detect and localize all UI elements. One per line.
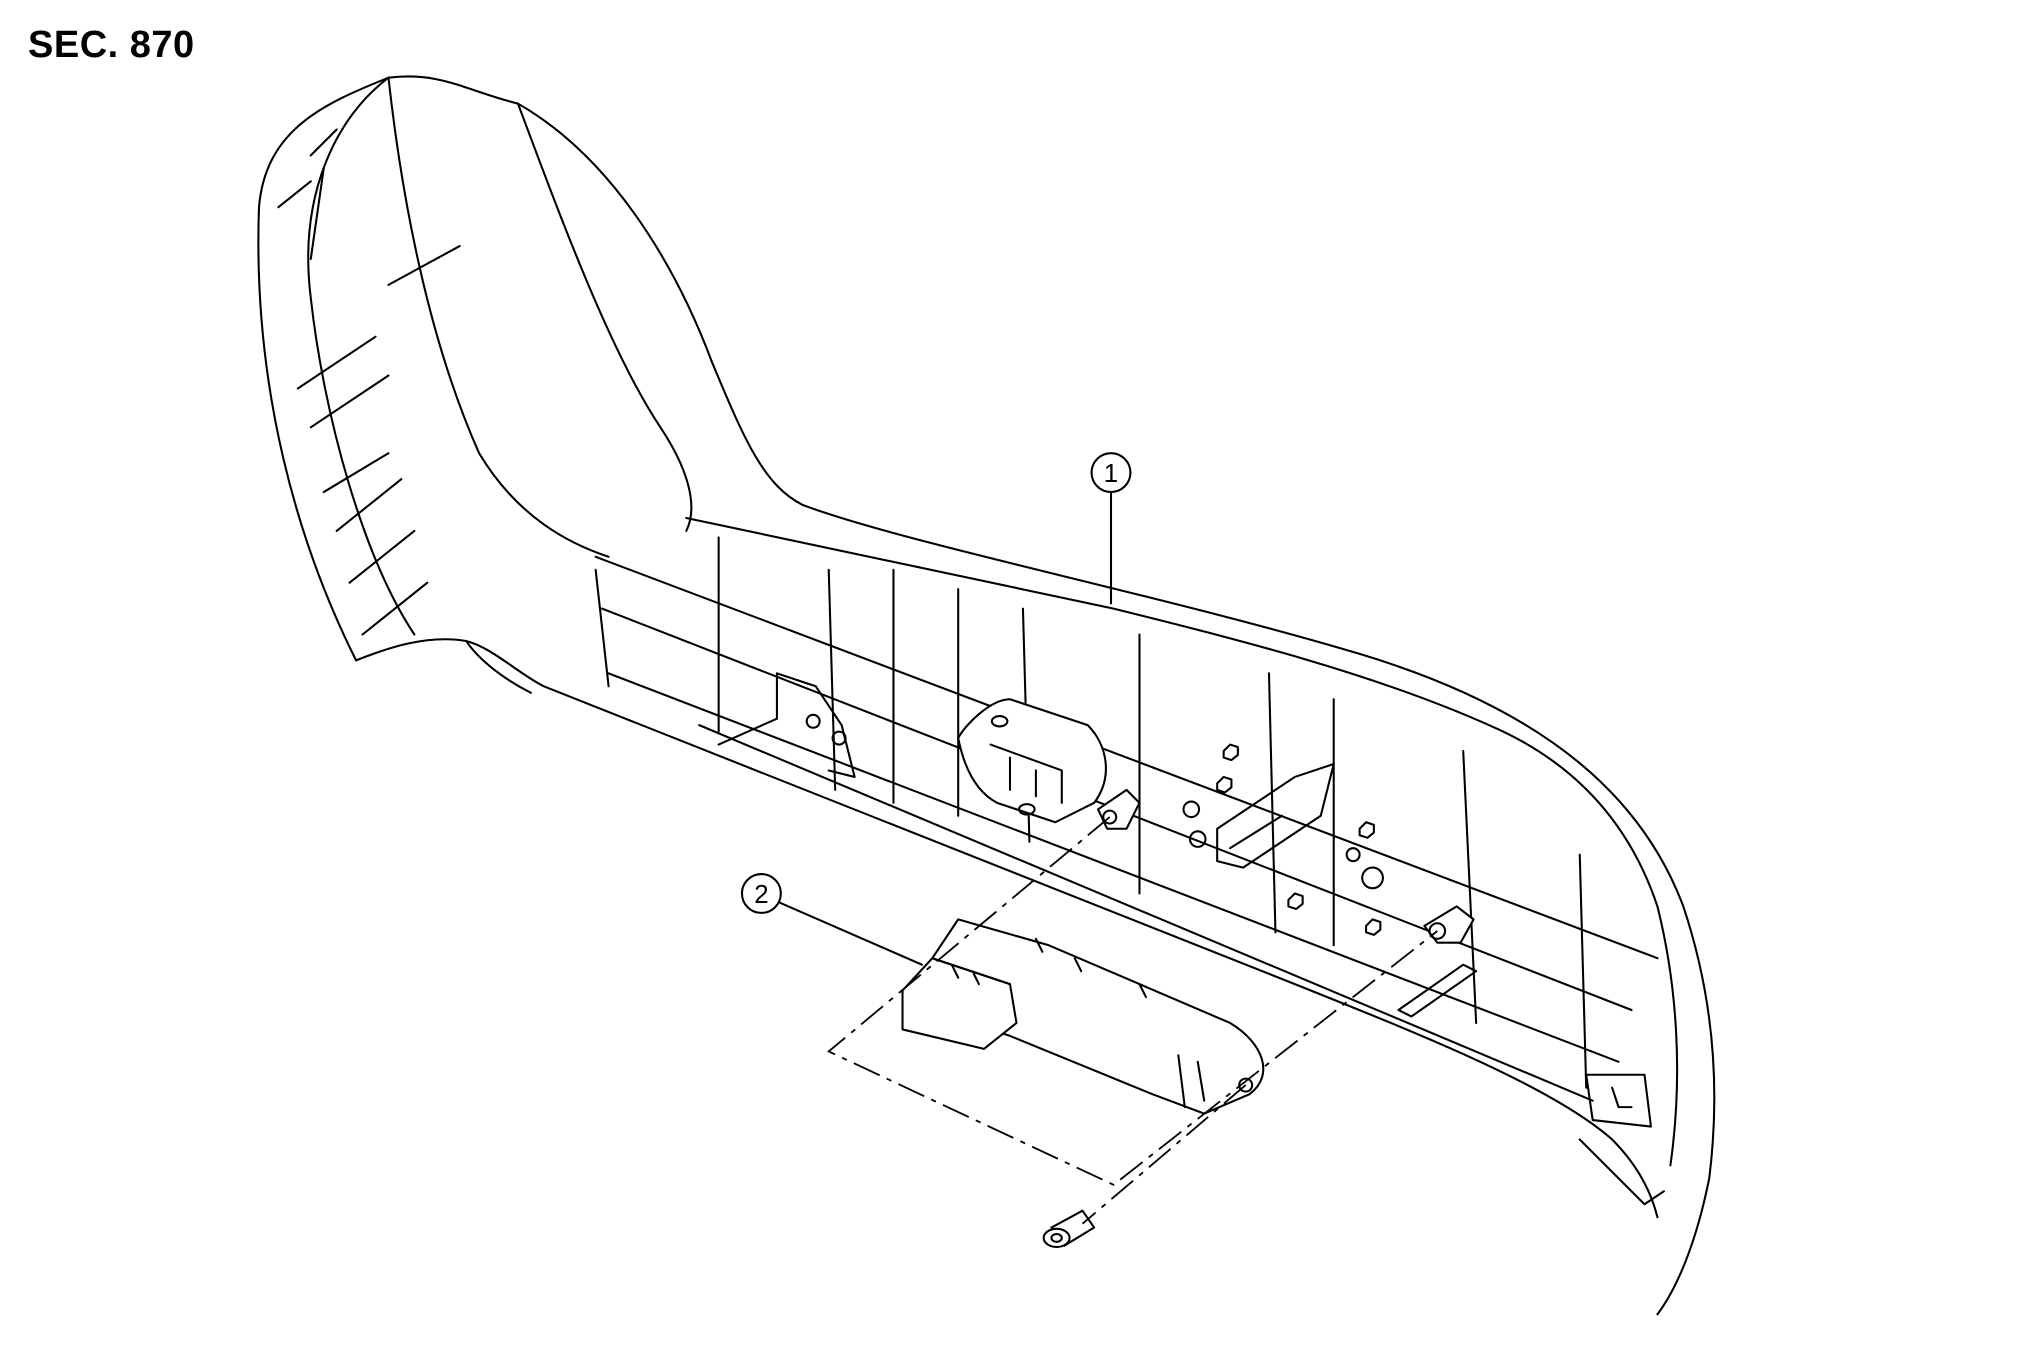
callout-number: 1 [1104, 460, 1118, 488]
armrest-finisher [257, 75, 1716, 1316]
callout-number: 2 [754, 881, 768, 909]
callout-2: 2 [740, 873, 923, 966]
section-label: SEC. 870 [28, 24, 195, 66]
installation-line [827, 816, 1438, 1186]
screw [1042, 1209, 1096, 1249]
power-window-switch [901, 918, 1265, 1115]
installation-line [1081, 1084, 1247, 1225]
callout-1: 1 [1090, 452, 1132, 605]
